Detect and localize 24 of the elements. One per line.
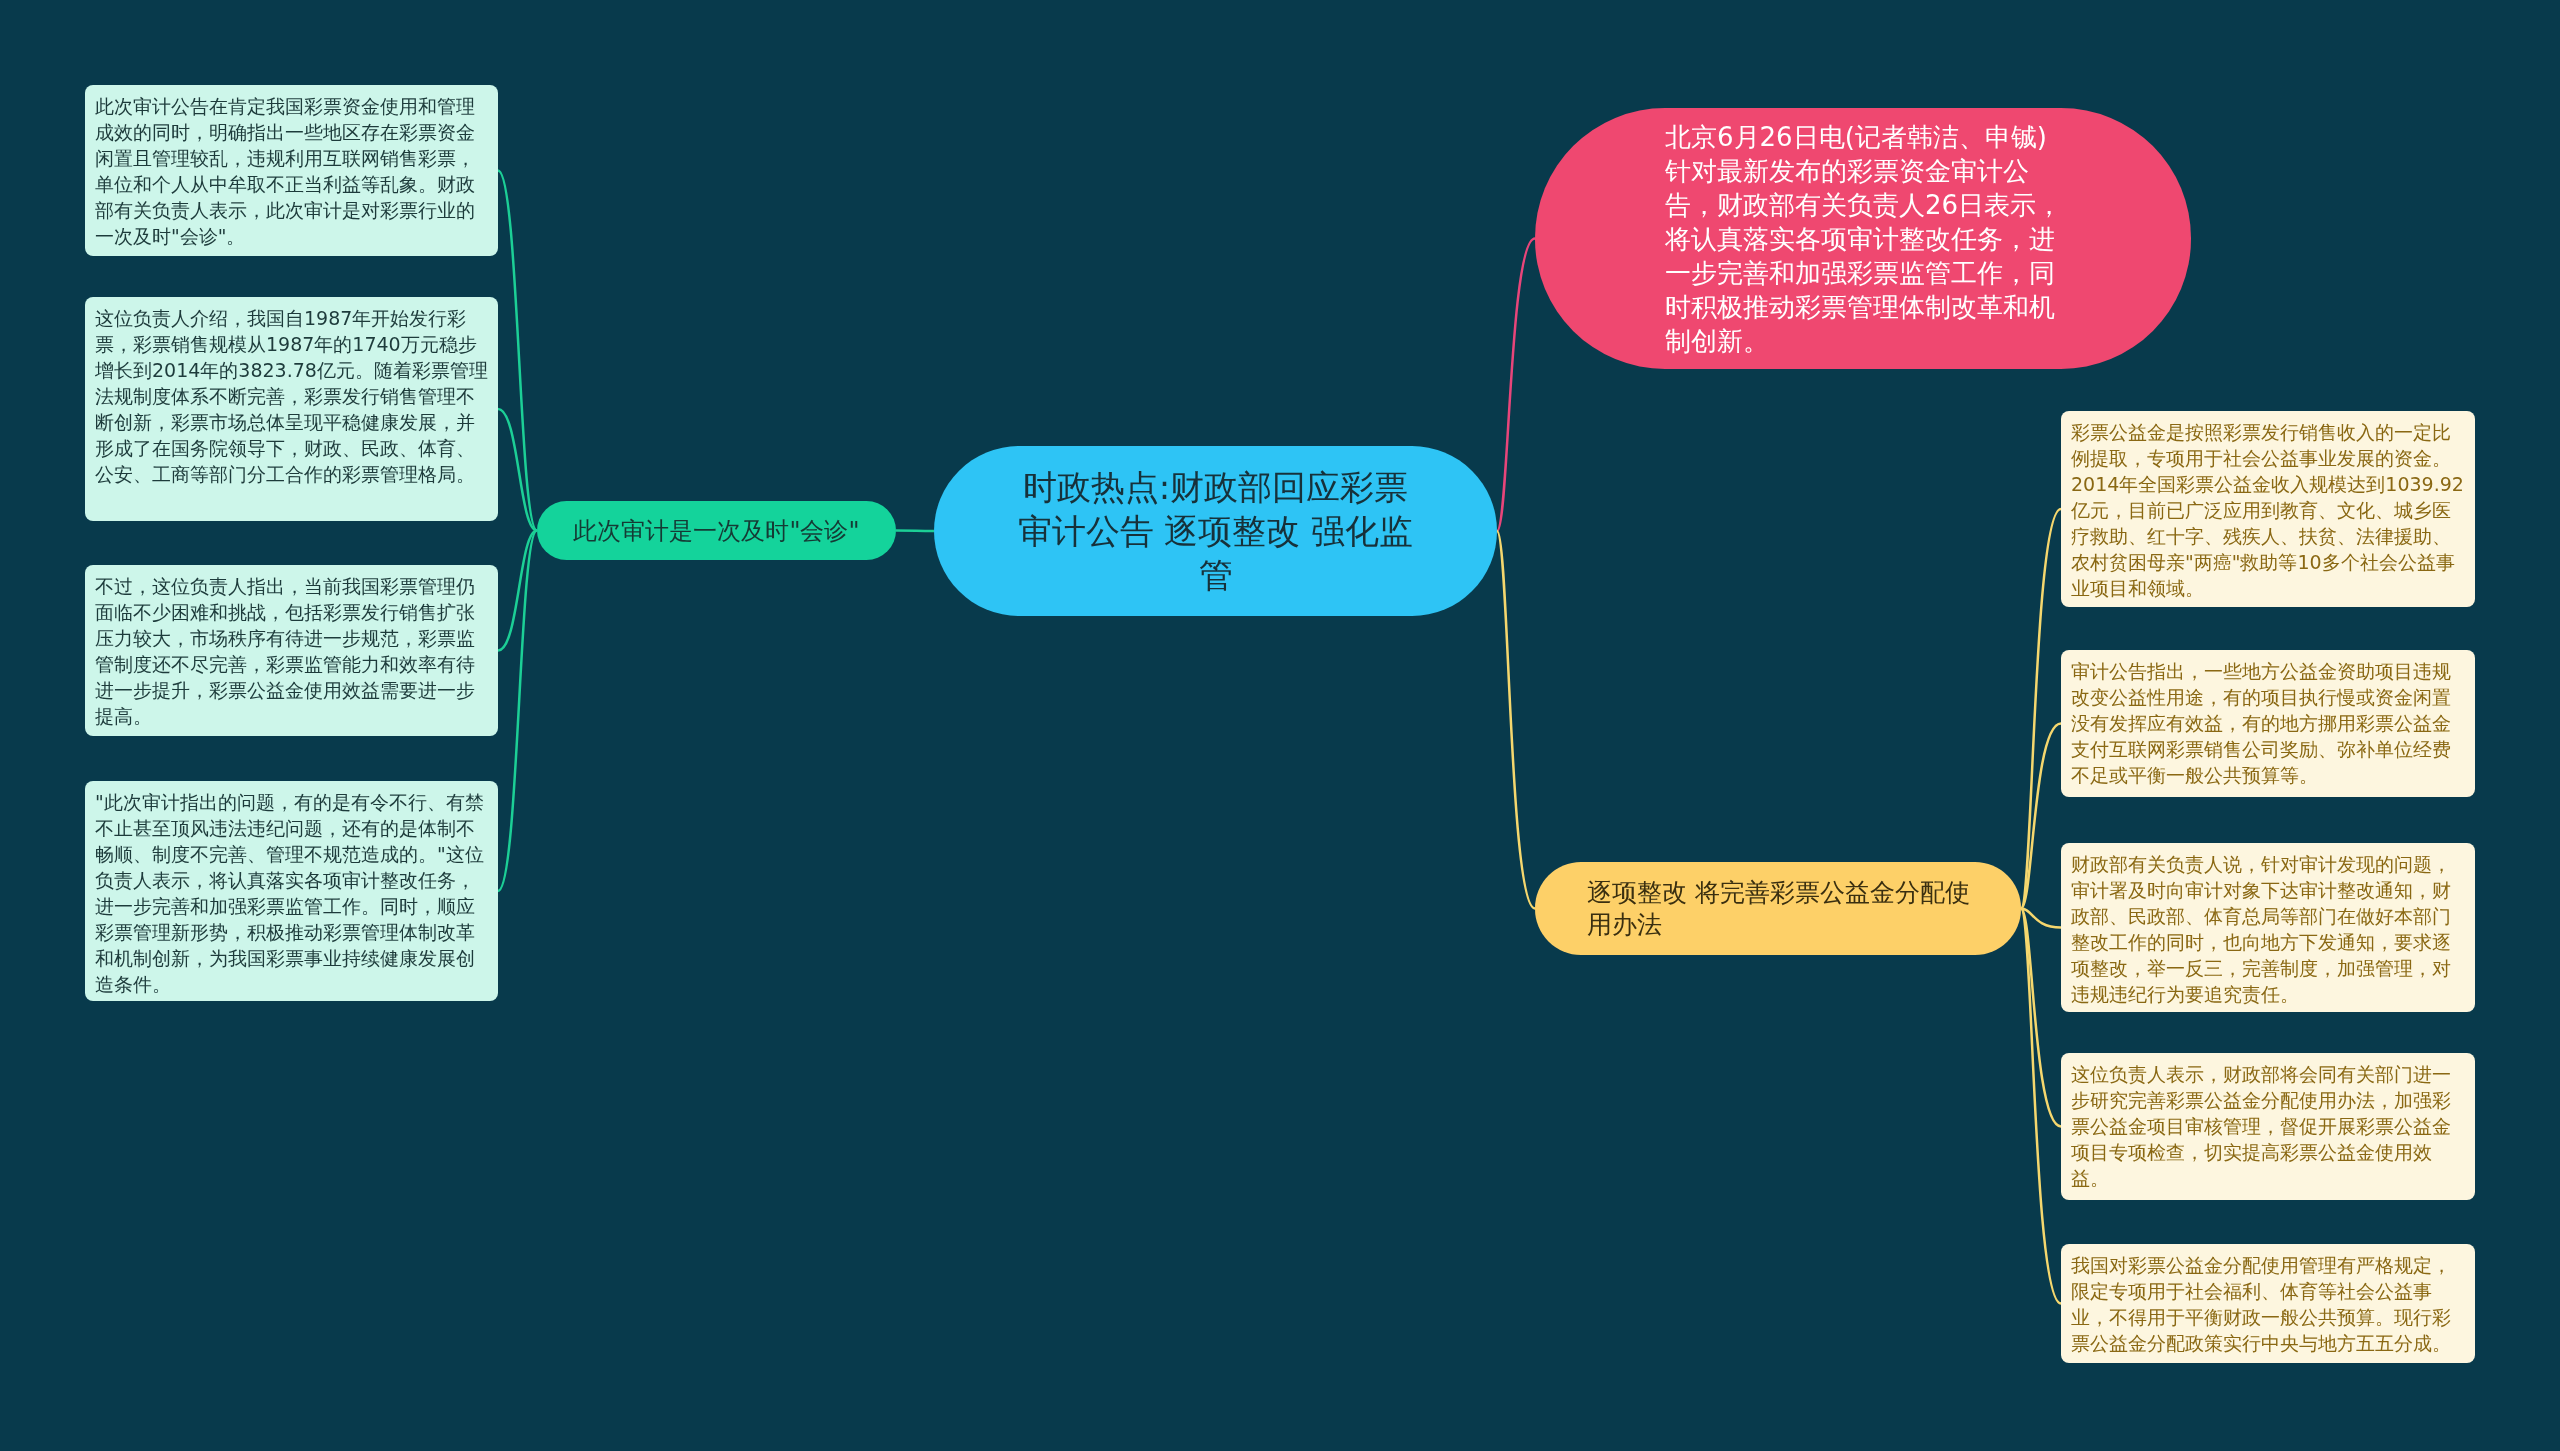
branch-bubble: 北京6月26日电(记者韩洁、申铖)针对最新发布的彩票资金审计公告，财政部有关负责人26日表示，将认真落实各项审计整改任务，进一步完善和加强彩票监管工作，同时积极推动彩票管理体制改革和机制创新。 (1535, 108, 2191, 369)
connector-line (497, 529, 538, 652)
text-card: 这位负责人表示，财政部将会同有关部门进一步研究完善彩票公益金分配使用办法，加强彩票公益金项目审核管理，督促开展彩票公益金项目专项检查，切实提高彩票公益金使用效益。 (2061, 1053, 2475, 1200)
connector-line (896, 529, 934, 533)
connector-line (2019, 908, 2062, 1305)
connector-line (1495, 237, 1536, 532)
text-card: 财政部有关负责人说，针对审计发现的问题，审计署及时向审计对象下达审计整改通知，财政部、民政部、体育总局等部门在做好本部门整改工作的同时，也向地方下发通知，要求逐项整改，举一反三，完善制度，加强管理，对违规违纪行为要追究责任。 (2061, 843, 2475, 1012)
branch-bubble: 此次审计是一次及时"会诊" (537, 501, 896, 560)
text-card: 这位负责人介绍，我国自1987年开始发行彩票，彩票销售规模从1987年的1740万元稳步增长到2014年的3823.78亿元。随着彩票管理法规制度体系不断完善，彩票发行销售管理不断创新，彩票市场总体呈现平稳健康发展，并形成了在国务院领导下，财政、民政、体育、公安、工商等部门分工合作的彩票管理格局。 (85, 297, 498, 521)
text-card: 不过，这位负责人指出，当前我国彩票管理仍面临不少困难和挑战，包括彩票发行销售扩张压力较大，市场秩序有待进一步规范，彩票监管制度还不尽完善，彩票监管能力和效率有待进一步提升，彩票公益金使用效益需要进一步提高。 (85, 565, 498, 736)
connector-line (496, 529, 539, 892)
connector-line (2019, 907, 2062, 1128)
branch-bubble: 逐项整改 将完善彩票公益金分配使用办法 (1535, 862, 2021, 955)
text-card: 我国对彩票公益金分配使用管理有严格规定，限定专项用于社会福利、体育等社会公益事业，不得用于平衡财政一般公共预算。现行彩票公益金分配政策实行中央与地方五五分成。 (2061, 1244, 2475, 1363)
connector-line (2020, 907, 2062, 929)
text-card: 审计公告指出，一些地方公益金资助项目违规改变公益性用途，有的项目执行慢或资金闲置没有发挥应有效益，有的地方挪用彩票公益金支付互联网彩票销售公司奖励、弥补单位经费不足或平衡一般公共预算等。 (2061, 650, 2475, 797)
text-card: 此次审计公告在肯定我国彩票资金使用和管理成效的同时，明确指出一些地区存在彩票资金闲置且管理较乱，违规利用互联网销售彩票，单位和个人从中牟取不正当利益等乱象。财政部有关负责人表示，此次审计是对彩票行业的一次及时"会诊"。 (85, 85, 498, 256)
text-card: 彩票公益金是按照彩票发行销售收入的一定比例提取，专项用于社会公益事业发展的资金。2014年全国彩票公益金收入规模达到1039.92亿元，目前已广泛应用到教育、文化、城乡医疗救助、红十字、残疾人、扶贫、法律援助、农村贫困母亲"两癌"救助等10多个社会公益事业项目和领域。 (2061, 411, 2475, 607)
connector-line (496, 169, 539, 532)
connector-line (1495, 530, 1536, 910)
connector-line (497, 407, 538, 532)
connector-line (2020, 722, 2062, 910)
topic-bubble: 时政热点:财政部回应彩票审计公告 逐项整改 强化监管 (934, 446, 1497, 616)
text-card: "此次审计指出的问题，有的是有令不行、有禁不止甚至顶风违法违纪问题，还有的是体制不畅顺、制度不完善、管理不规范造成的。"这位负责人表示，将认真落实各项审计整改任务，进一步完善和加强彩票监管工作。同时，顺应彩票管理新形势，积极推动彩票管理体制改革和机制创新，为我国彩票事业持续健康发展创造条件。 (85, 781, 498, 1001)
